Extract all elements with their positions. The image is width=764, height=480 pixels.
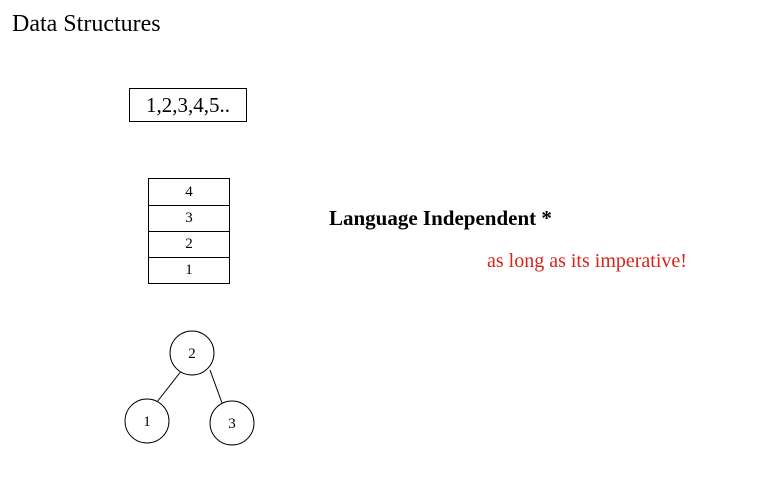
tree-node-right-label: 3 [228,416,236,432]
slide-title: Data Structures [12,11,161,37]
stack-cell: 2 [149,231,229,257]
tree-node-left [124,398,170,444]
tree-node-left-label: 1 [143,414,151,430]
array-label: 1,2,3,4,5.. [146,92,230,117]
tree-edge-left [156,369,183,403]
stack-cell: 1 [149,257,229,283]
array-diagram: 1,2,3,4,5.. [129,88,247,122]
tree-node-root [169,330,215,376]
tree-node-right [209,400,255,446]
language-independent-heading: Language Independent * [329,206,552,230]
imperative-note: as long as its imperative! [487,250,687,272]
stack-cell: 4 [185,183,193,200]
tree-edge-right [209,369,223,404]
tree-node-root-label: 2 [188,346,196,362]
stack-diagram: 4 3 2 1 [148,178,230,284]
stack-cell: 3 [149,205,229,231]
